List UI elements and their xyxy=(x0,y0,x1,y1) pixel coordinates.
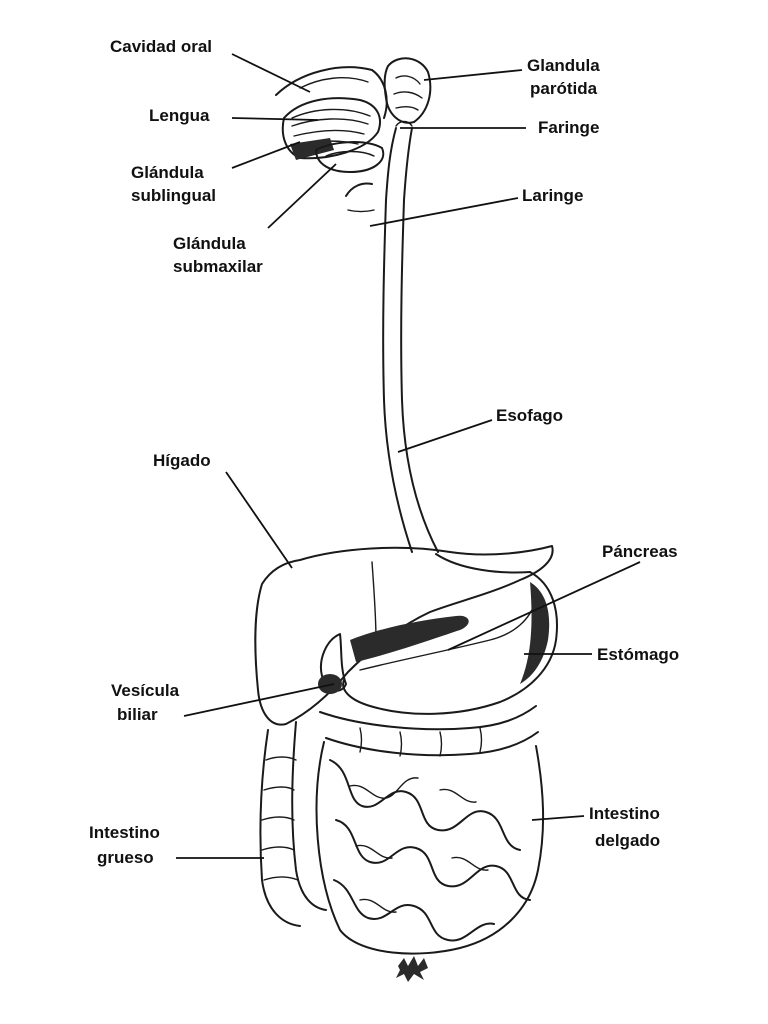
label-faringe: Faringe xyxy=(538,118,599,137)
label-intestino-delgado-line1: Intestino xyxy=(589,804,660,823)
label-cavidad-oral: Cavidad oral xyxy=(110,37,212,56)
label-glandula-sublingual-line2: sublingual xyxy=(131,186,216,205)
label-glandula-submaxilar-line1: Glándula xyxy=(173,234,246,253)
label-vesicula-line2: biliar xyxy=(117,705,158,724)
large-intestine-illustration xyxy=(259,705,539,927)
labels: Cavidad oral Lengua Glándula sublingual … xyxy=(89,37,679,867)
parotid-gland-illustration xyxy=(383,57,432,124)
label-glandula-parotida-line2: parótida xyxy=(530,79,598,98)
oral-cavity-illustration xyxy=(275,66,388,213)
label-estomago: Estómago xyxy=(597,645,679,664)
label-glandula-parotida-line1: Glandula xyxy=(527,56,600,75)
label-glandula-sublingual-line1: Glándula xyxy=(131,163,204,182)
label-vesicula-line1: Vesícula xyxy=(111,681,180,700)
label-laringe: Laringe xyxy=(522,186,583,205)
label-higado: Hígado xyxy=(153,451,211,470)
label-esofago: Esofago xyxy=(496,406,563,425)
small-intestine-illustration xyxy=(315,741,545,982)
label-intestino-grueso-line2: grueso xyxy=(97,848,154,867)
label-lengua: Lengua xyxy=(149,106,210,125)
label-pancreas: Páncreas xyxy=(602,542,678,561)
label-intestino-grueso-line1: Intestino xyxy=(89,823,160,842)
label-intestino-delgado-line2: delgado xyxy=(595,831,660,850)
esophagus-illustration xyxy=(382,120,439,553)
label-glandula-submaxilar-line2: submaxilar xyxy=(173,257,263,276)
leader-lines xyxy=(176,53,641,859)
